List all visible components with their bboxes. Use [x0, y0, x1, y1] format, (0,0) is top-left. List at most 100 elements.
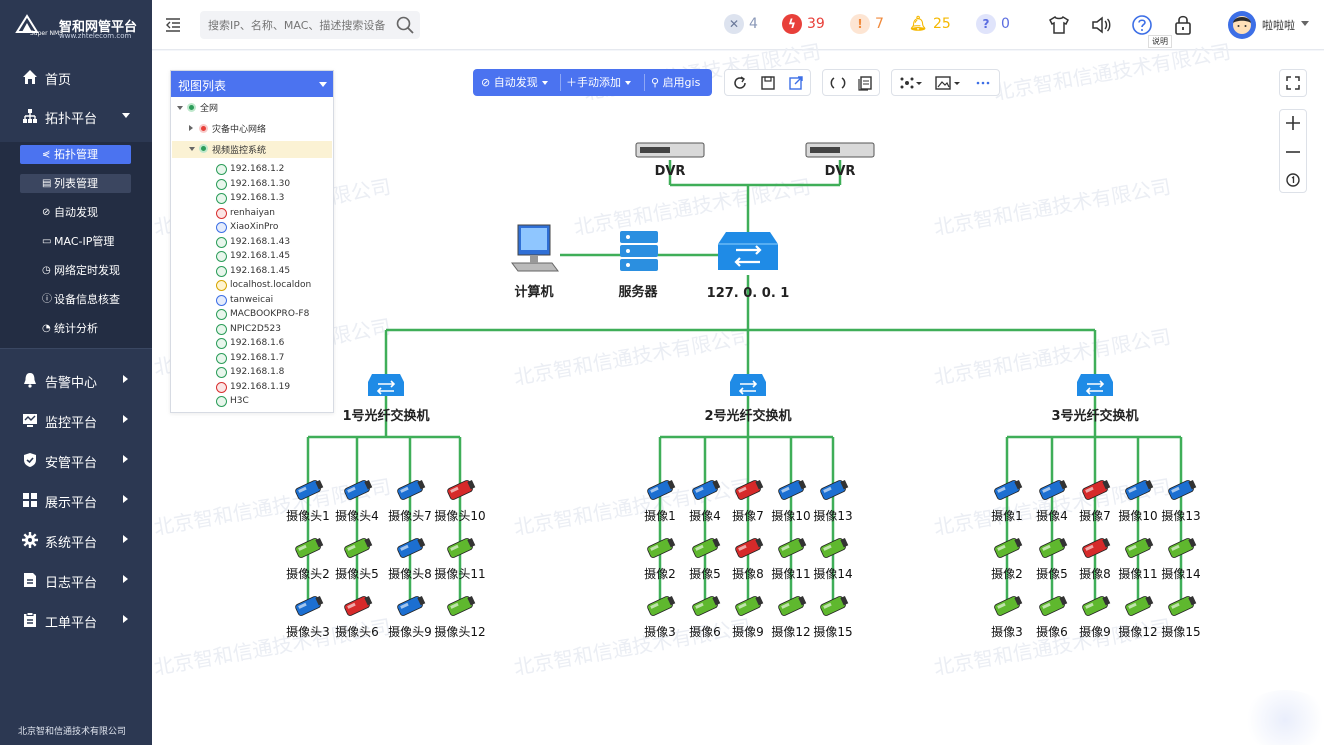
- tree-node-root[interactable]: 全网: [177, 101, 327, 115]
- more-icon[interactable]: [974, 74, 992, 92]
- enable-gis-button[interactable]: ⚲ 启用gis: [651, 69, 700, 96]
- camera-device[interactable]: [1168, 536, 1198, 558]
- search-input[interactable]: [200, 11, 420, 39]
- camera-device[interactable]: [1125, 536, 1155, 558]
- refresh-icon[interactable]: [731, 74, 749, 92]
- tree-toggle-icon[interactable]: [189, 125, 193, 131]
- subnav-item-list-manage[interactable]: ▤列表管理: [20, 174, 131, 193]
- tree-node-device[interactable]: 192.168.1.6: [216, 337, 328, 351]
- camera-device[interactable]: [397, 478, 427, 500]
- copy-icon[interactable]: [856, 74, 874, 92]
- camera-device[interactable]: [1039, 536, 1069, 558]
- image-icon[interactable]: [934, 74, 962, 92]
- nav-item-security[interactable]: 安管平台: [0, 442, 152, 478]
- avatar[interactable]: [1228, 11, 1256, 39]
- camera-device[interactable]: [1168, 594, 1198, 616]
- camera-device[interactable]: [994, 536, 1024, 558]
- subnav-item-mac-ip[interactable]: ▭MAC-IP管理: [20, 232, 131, 251]
- nav-item-home[interactable]: 首页: [0, 59, 152, 95]
- tree-node-device[interactable]: MACBOOKPRO-F8: [216, 308, 328, 322]
- tree-node-device[interactable]: 192.168.1.45: [216, 265, 328, 279]
- fiber-switch-device[interactable]: [1077, 374, 1113, 396]
- chevron-down-icon[interactable]: [319, 82, 327, 87]
- camera-device[interactable]: [994, 594, 1024, 616]
- tree-node-device[interactable]: 192.168.1.43: [216, 236, 328, 250]
- camera-device[interactable]: [778, 478, 808, 500]
- sync-icon[interactable]: [829, 74, 847, 92]
- chevron-down-icon[interactable]: [1301, 21, 1309, 26]
- dvr-device[interactable]: [805, 142, 875, 158]
- subnav-item-topology-manage[interactable]: ⋞拓扑管理: [20, 145, 131, 164]
- camera-device[interactable]: [1039, 478, 1069, 500]
- fullscreen-button[interactable]: [1279, 69, 1307, 97]
- camera-device[interactable]: [447, 594, 477, 616]
- tree-node-device[interactable]: 192.168.1.30: [216, 178, 328, 192]
- tree-node-device[interactable]: 192.168.1.2: [216, 163, 328, 177]
- view-list-header[interactable]: 视图列表: [171, 71, 333, 97]
- help-icon[interactable]: [1131, 14, 1153, 36]
- nav-item-workorder[interactable]: 工单平台: [0, 602, 152, 638]
- nav-item-display[interactable]: 展示平台: [0, 482, 152, 518]
- camera-device[interactable]: [1082, 594, 1112, 616]
- auto-discover-button[interactable]: ⊘ 自动发现: [481, 69, 548, 96]
- tree-node-device[interactable]: NPIC2D523: [216, 323, 328, 337]
- camera-device[interactable]: [735, 478, 765, 500]
- camera-device[interactable]: [1082, 536, 1112, 558]
- camera-device[interactable]: [1082, 478, 1112, 500]
- camera-device[interactable]: [647, 478, 677, 500]
- dvr-device[interactable]: [635, 142, 705, 158]
- subnav-item-statistics[interactable]: ◔统计分析: [20, 319, 131, 338]
- nav-item-alarm[interactable]: 告警中心: [0, 362, 152, 398]
- camera-device[interactable]: [820, 478, 850, 500]
- fiber-switch-device[interactable]: [730, 374, 766, 396]
- camera-device[interactable]: [820, 594, 850, 616]
- zoom-out-icon[interactable]: [1280, 138, 1306, 166]
- server-device[interactable]: [620, 231, 658, 271]
- camera-device[interactable]: [1125, 478, 1155, 500]
- search-icon[interactable]: [396, 16, 414, 34]
- tree-node-device[interactable]: 192.168.1.19: [216, 381, 328, 395]
- nav-item-monitor[interactable]: 监控平台: [0, 402, 152, 438]
- camera-device[interactable]: [735, 536, 765, 558]
- tree-node-device[interactable]: H3C: [216, 395, 328, 409]
- camera-device[interactable]: [397, 536, 427, 558]
- camera-device[interactable]: [692, 478, 722, 500]
- tree-node-device[interactable]: 192.168.1.3: [216, 192, 328, 206]
- menu-toggle-icon[interactable]: [164, 16, 182, 34]
- export-icon[interactable]: [787, 74, 805, 92]
- camera-device[interactable]: [397, 594, 427, 616]
- camera-device[interactable]: [647, 594, 677, 616]
- camera-device[interactable]: [344, 536, 374, 558]
- lock-icon[interactable]: [1172, 14, 1194, 36]
- save-icon[interactable]: [759, 74, 777, 92]
- camera-device[interactable]: [295, 536, 325, 558]
- tree-node-group-selected[interactable]: 视频监控系统: [172, 141, 332, 158]
- zoom-reset-icon[interactable]: [1280, 166, 1306, 194]
- theme-shirt-icon[interactable]: [1048, 14, 1070, 36]
- tree-node-group[interactable]: 灾备中心网络: [187, 122, 327, 136]
- camera-device[interactable]: [1168, 478, 1198, 500]
- core-switch-device[interactable]: [718, 232, 778, 270]
- camera-device[interactable]: [994, 478, 1024, 500]
- camera-device[interactable]: [692, 536, 722, 558]
- camera-device[interactable]: [778, 536, 808, 558]
- tree-node-device[interactable]: XiaoXinPro: [216, 221, 328, 235]
- camera-device[interactable]: [778, 594, 808, 616]
- nav-item-log[interactable]: 日志平台: [0, 562, 152, 598]
- camera-device[interactable]: [295, 478, 325, 500]
- tree-node-device[interactable]: 192.168.1.8: [216, 366, 328, 380]
- camera-device[interactable]: [447, 536, 477, 558]
- sound-icon[interactable]: [1090, 14, 1112, 36]
- layout-graph-icon[interactable]: [898, 74, 924, 92]
- camera-device[interactable]: [820, 536, 850, 558]
- tree-toggle-icon[interactable]: [177, 106, 183, 110]
- camera-device[interactable]: [295, 594, 325, 616]
- username[interactable]: 啦啦啦: [1262, 19, 1295, 32]
- camera-device[interactable]: [735, 594, 765, 616]
- fiber-switch-device[interactable]: [368, 374, 404, 396]
- topology-canvas[interactable]: 北京智和信通技术有限公司 北京智和信通技术有限公司 北京智和信通技术有限公司 北…: [152, 39, 1324, 745]
- manual-add-button[interactable]: ＋手动添加: [566, 69, 631, 96]
- camera-device[interactable]: [447, 478, 477, 500]
- camera-device[interactable]: [692, 594, 722, 616]
